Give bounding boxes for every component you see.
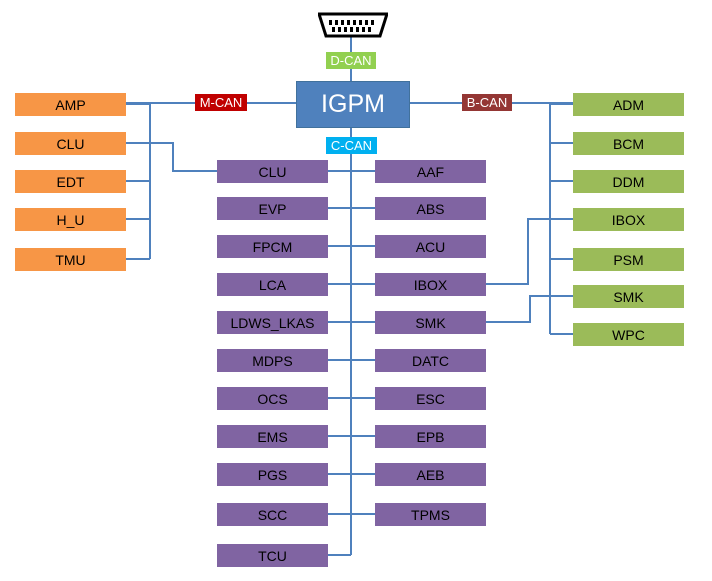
c-can-node-right-smk: SMK bbox=[375, 311, 486, 334]
c-can-node-left-fpcm: FPCM bbox=[217, 235, 328, 258]
b-can-node-wpc: WPC bbox=[573, 323, 684, 346]
m-can-node-tmu: TMU bbox=[15, 248, 126, 271]
ibox-cross-wire bbox=[486, 218, 573, 285]
obd-connector-icon bbox=[316, 12, 390, 38]
b-can-node-ibox: IBOX bbox=[573, 208, 684, 231]
b-can-label: B-CAN bbox=[462, 94, 512, 111]
c-can-node-left-clu: CLU bbox=[217, 160, 328, 183]
c-can-node-left-lca: LCA bbox=[217, 273, 328, 296]
c-can-node-left-evp: EVP bbox=[217, 197, 328, 220]
igpm-gateway: IGPM bbox=[296, 81, 410, 128]
b-can-node-bcm: BCM bbox=[573, 132, 684, 155]
c-can-node-right-aaf: AAF bbox=[375, 160, 486, 183]
b-can-node-ddm: DDM bbox=[573, 170, 684, 193]
c-can-node-right-aeb: AEB bbox=[375, 463, 486, 486]
b-can-node-smk: SMK bbox=[573, 285, 684, 308]
m-can-node-h-u: H_U bbox=[15, 208, 126, 231]
b-can-node-psm: PSM bbox=[573, 248, 684, 271]
c-can-node-right-epb: EPB bbox=[375, 425, 486, 448]
c-can-node-left-mdps: MDPS bbox=[217, 349, 328, 372]
c-can-node-left-ldws-lkas: LDWS_LKAS bbox=[217, 311, 328, 334]
c-can-node-right-datc: DATC bbox=[375, 349, 486, 372]
c-can-node-left-ocs: OCS bbox=[217, 387, 328, 410]
clu-bridge-wire bbox=[126, 142, 217, 172]
c-can-node-right-tpms: TPMS bbox=[375, 503, 486, 526]
c-can-node-right-esc: ESC bbox=[375, 387, 486, 410]
m-can-label: M-CAN bbox=[195, 94, 247, 111]
m-can-node-clu: CLU bbox=[15, 132, 126, 155]
c-can-node-left-tcu: TCU bbox=[217, 544, 328, 567]
m-can-node-edt: EDT bbox=[15, 170, 126, 193]
c-can-node-left-ems: EMS bbox=[217, 425, 328, 448]
smk-cross-wire bbox=[486, 295, 573, 323]
c-can-node-right-ibox: IBOX bbox=[375, 273, 486, 296]
c-can-node-left-scc: SCC bbox=[217, 503, 328, 526]
c-can-node-right-abs: ABS bbox=[375, 197, 486, 220]
c-can-node-right-acu: ACU bbox=[375, 235, 486, 258]
d-can-label: D-CAN bbox=[326, 52, 376, 69]
c-can-label: C-CAN bbox=[326, 137, 377, 154]
b-can-node-adm: ADM bbox=[573, 93, 684, 116]
m-can-node-amp: AMP bbox=[15, 93, 126, 116]
c-can-node-left-pgs: PGS bbox=[217, 463, 328, 486]
